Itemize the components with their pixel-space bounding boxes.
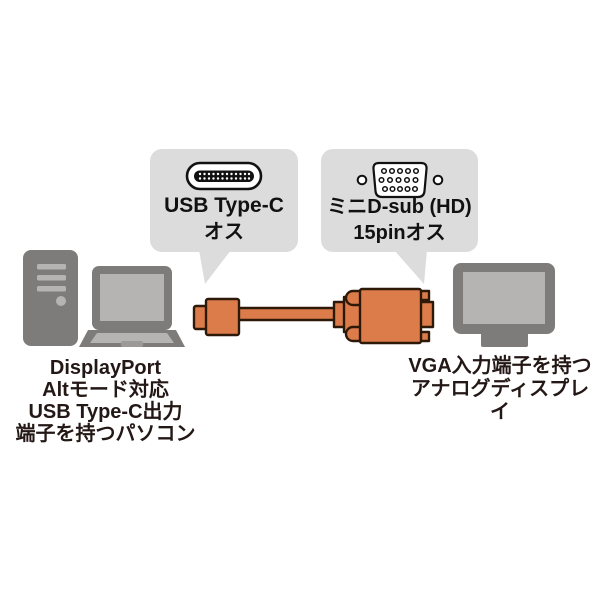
caption-source-pc-line1: DisplayPort — [49, 357, 162, 379]
callout-dsub-line2: 15pinオス — [353, 222, 446, 244]
callout-usbc-label: USB Type-C オス — [150, 193, 298, 245]
cable-cord — [234, 306, 340, 322]
caption-display-line1: VGA入力端子を持つ — [408, 355, 592, 377]
usbc-to-vga-cable-icon — [192, 287, 435, 345]
caption-source-pc-line2: Altモード対応 — [42, 379, 169, 401]
caption-display-line2: アナログディスプレイ — [410, 378, 590, 423]
laptop-icon — [79, 266, 185, 347]
callout-bubble-usbc — [150, 149, 298, 284]
caption-source-pc: DisplayPort Altモード対応 USB Type-C出力 端子を持つパ… — [8, 357, 203, 445]
callout-dsub-line1: ミニD-sub (HD) — [327, 196, 472, 218]
callout-tail — [199, 250, 231, 284]
monitor-screen — [463, 272, 545, 324]
callout-usbc-line2: オス — [204, 221, 244, 243]
mini-dsub-hd-15pin-connector-icon — [356, 161, 444, 199]
usb-type-c-plug — [192, 297, 241, 337]
power-button — [56, 296, 66, 306]
vga-plug — [332, 287, 435, 345]
callout-tail — [394, 250, 427, 284]
monitor-icon — [453, 263, 555, 347]
laptop-touchpad — [121, 341, 143, 347]
monitor-stand — [481, 332, 528, 347]
caption-source-pc-line3: USB Type-C出力 — [28, 401, 183, 423]
callout-bubble-dsub — [321, 149, 478, 284]
laptop-screen — [100, 274, 164, 321]
callout-dsub-label: ミニD-sub (HD) 15pinオス — [321, 194, 478, 246]
caption-display: VGA入力端子を持つ アナログディスプレイ — [402, 355, 598, 424]
desktop-pc-icon — [23, 250, 78, 346]
caption-source-pc-line4: 端子を持つパソコン — [15, 423, 196, 445]
callout-usbc-line1: USB Type-C — [164, 194, 284, 217]
usb-type-c-connector-icon — [185, 161, 263, 191]
